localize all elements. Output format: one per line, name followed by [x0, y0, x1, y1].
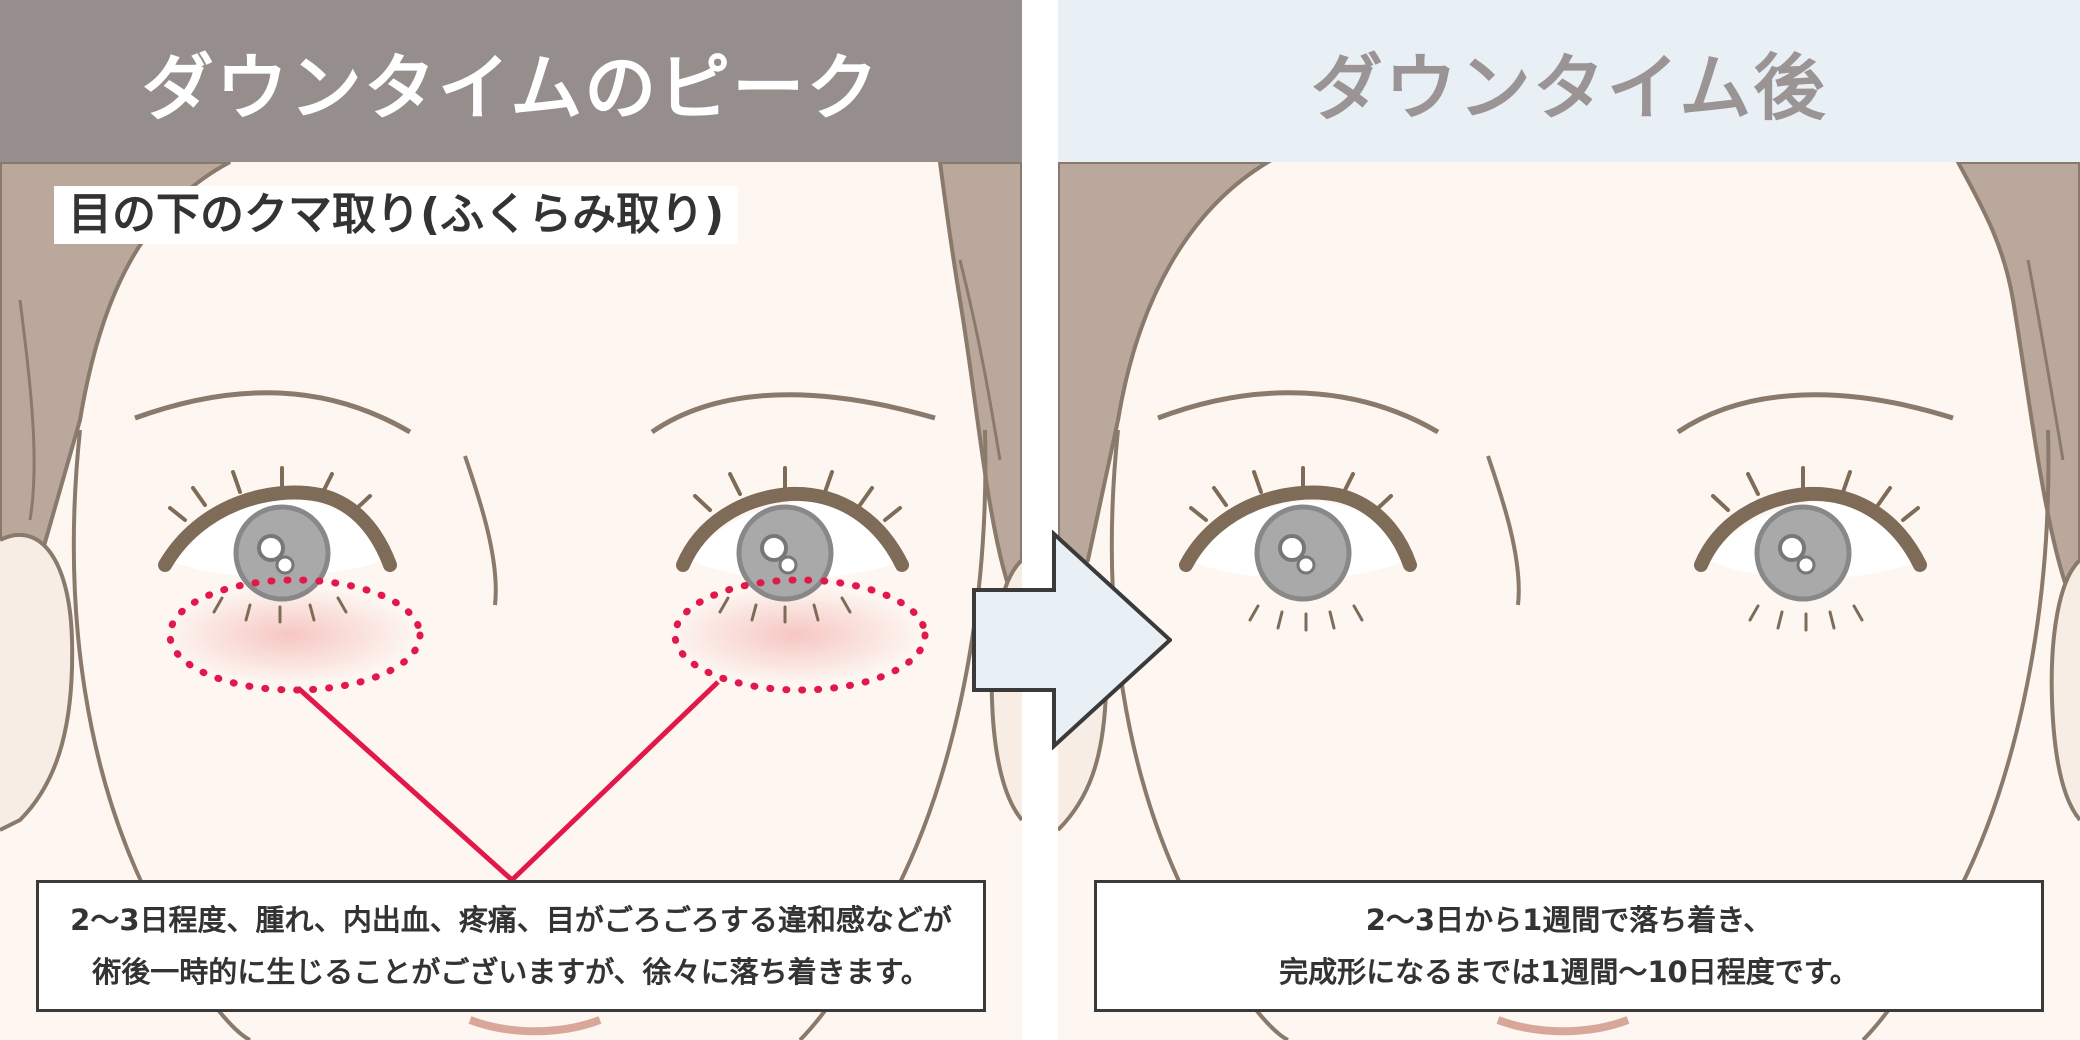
header-after-downtime: ダウンタイム後 — [1058, 0, 2080, 162]
panel-downtime-peak: ダウンタイムのピーク 目の下のクマ取り(ふくらみ取り) 2〜3日程度、腫れ、内出… — [0, 0, 1022, 1040]
hair-right — [1954, 160, 2080, 621]
eyebrow-left — [134, 390, 412, 435]
eye-right — [676, 466, 909, 624]
caption-box-peak: 2〜3日程度、腫れ、内出血、疼痛、目がごろごろする違和感などが 術後一時的に生じ… — [36, 880, 986, 1012]
caption-line: 術後一時的に生じることがございますが、徐々に落ち着きます。 — [92, 955, 930, 989]
eyebrow-right — [1676, 392, 1954, 435]
nose — [1486, 455, 1521, 606]
header-downtime-peak: ダウンタイムのピーク — [0, 0, 1022, 162]
caption-line: 2〜3日程度、腫れ、内出血、疼痛、目がごろごろする違和感などが — [70, 903, 952, 937]
eye-left — [1179, 466, 1417, 632]
ear-left — [0, 533, 75, 832]
dotted-ellipse-left — [166, 576, 424, 694]
eyebrow-right — [650, 392, 936, 435]
eye-left — [158, 466, 397, 624]
caption-line: 2〜3日から1週間で落ち着き、 — [1365, 903, 1773, 937]
under-eye-swelling-right — [670, 587, 920, 683]
eye-right — [1694, 466, 1927, 632]
ear-right — [2049, 558, 2080, 822]
dotted-ellipse-right — [671, 576, 929, 694]
pointer-lines — [296, 680, 720, 884]
face-illustration-peak — [0, 160, 1022, 1040]
caption-box-after: 2〜3日から1週間で落ち着き、 完成形になるまでは1週間〜10日程度です。 — [1094, 880, 2044, 1012]
caption-line: 完成形になるまでは1週間〜10日程度です。 — [1279, 955, 1859, 989]
nose — [463, 455, 498, 606]
hair-left — [0, 160, 231, 603]
eyebrow-left — [1157, 390, 1440, 435]
face-illustration-after — [1058, 160, 2080, 1040]
hair-left — [1058, 160, 1276, 604]
procedure-label: 目の下のクマ取り(ふくらみ取り) — [54, 186, 739, 244]
under-eye-swelling-left — [165, 587, 415, 683]
right-arrow-icon — [972, 530, 1172, 750]
panel-after-downtime: ダウンタイム後 2〜3日から1週間で落ち着き、 完成形になるまでは1週間〜10日… — [1058, 0, 2080, 1040]
